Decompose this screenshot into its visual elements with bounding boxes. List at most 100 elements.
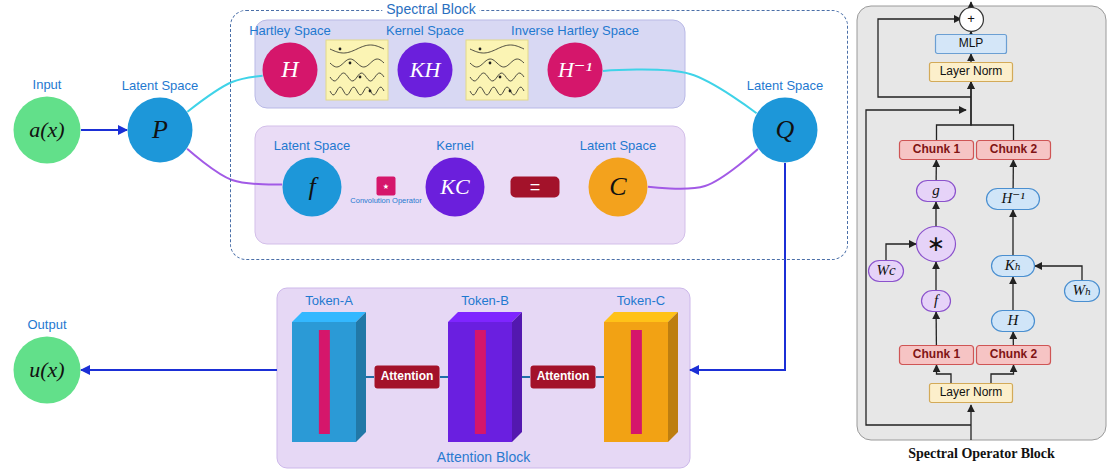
node-label: Kernel Space — [386, 24, 464, 39]
wave-dot — [349, 62, 352, 65]
node-label: Token-B — [461, 294, 509, 309]
connector — [1012, 210, 1013, 255]
node-text: KC — [440, 174, 469, 199]
operation-pill: Wc — [868, 260, 904, 282]
token-front — [448, 322, 512, 442]
connector — [1035, 266, 1082, 280]
node-text: Q — [776, 115, 795, 145]
caption-text: Convolution Operator — [350, 197, 421, 206]
connector — [935, 312, 937, 345]
token-side — [668, 312, 678, 442]
wave-dot — [499, 76, 502, 79]
connector — [440, 376, 448, 378]
process-box: Chunk 2 — [976, 140, 1051, 160]
shape-outline — [977, 346, 1051, 365]
token-strip — [475, 330, 486, 434]
shape-outline — [377, 177, 396, 196]
connector — [937, 365, 952, 383]
connector — [1013, 332, 1014, 345]
node-text: = — [530, 177, 541, 198]
node-text: g — [932, 182, 940, 199]
node-text: C — [609, 172, 626, 202]
connector — [690, 163, 785, 370]
shape-outline — [917, 181, 956, 202]
connector — [937, 82, 972, 140]
process-box: = — [510, 176, 560, 198]
node-label: Kernel — [436, 139, 474, 154]
shape-outline — [375, 366, 440, 389]
node-text: H — [1008, 312, 1019, 329]
shape-outline — [548, 43, 603, 98]
connector — [970, 54, 971, 62]
wave-line — [470, 73, 524, 81]
process-box: Layer Norm — [929, 62, 1013, 82]
shape-outline — [128, 98, 193, 163]
operation-ellipse: ∗ — [916, 226, 956, 262]
connector — [648, 149, 758, 189]
block-title: Attention Block — [437, 449, 530, 465]
node-text: u(x) — [29, 357, 64, 382]
node-text: Chunk 2 — [990, 143, 1037, 157]
shape-outline — [930, 63, 1013, 82]
token-box: Token-B — [448, 312, 522, 442]
operation-pill: Kₕ — [991, 255, 1035, 277]
wave-frame — [466, 40, 528, 100]
input-line — [970, 405, 971, 440]
space-circle: Latent Spacef — [282, 157, 342, 217]
process-box: Chunk 2 — [976, 345, 1051, 365]
operation-pill: H⁻¹ — [986, 188, 1040, 210]
node-text: Attention — [537, 370, 590, 384]
space-circle: Inverse Hartley SpaceH⁻¹ — [547, 42, 603, 98]
node-label: Hartley Space — [249, 24, 331, 39]
node-text: ∗ — [927, 231, 945, 256]
connector — [596, 376, 604, 378]
block-frame: Spectral Operator Block+MLPLayer NormChu… — [857, 6, 1106, 440]
wave-dot — [339, 48, 342, 51]
connector — [81, 129, 127, 131]
wave-line — [330, 73, 384, 81]
process-box: Attention — [530, 365, 596, 389]
token-top — [292, 312, 366, 322]
connector — [971, 82, 1014, 140]
operation-pill: g — [916, 180, 956, 202]
token-strip — [319, 330, 330, 434]
node-text: H⁻¹ — [1001, 190, 1024, 207]
token-front — [292, 322, 356, 442]
shape-outline — [426, 158, 485, 217]
node-label: Latent Space — [747, 79, 824, 94]
wave-line — [470, 59, 524, 67]
operation-pill: Wₕ — [1064, 280, 1100, 302]
shape-outline — [900, 346, 974, 365]
node-text: Attention — [381, 370, 434, 384]
block-title: Spectral Operator Block — [908, 446, 1055, 462]
operator-square: ⋆Convolution Operator — [376, 176, 396, 196]
node-text: f — [308, 172, 315, 202]
wave-dot — [489, 62, 492, 65]
space-circle: Outputu(x) — [13, 336, 81, 404]
wave-dot — [369, 90, 372, 93]
convolution-band — [255, 126, 685, 244]
node-label: Token-C — [617, 294, 665, 309]
shape-outline — [930, 384, 1013, 403]
shape-outline — [869, 261, 904, 282]
wave-line — [470, 45, 524, 53]
node-label: Latent Space — [274, 139, 351, 154]
shape-outline — [992, 256, 1035, 277]
space-circle: + — [959, 7, 984, 32]
token-strip — [631, 330, 642, 434]
shape-outline — [589, 158, 648, 217]
process-box: MLP — [935, 34, 1007, 54]
node-text: Chunk 1 — [913, 348, 960, 362]
connector — [970, 31, 971, 34]
shape-outline — [987, 189, 1040, 210]
operator-panel — [857, 6, 1106, 440]
process-box: Chunk 1 — [899, 345, 974, 365]
connector — [603, 70, 757, 114]
node-text: Layer Norm — [940, 386, 1003, 400]
process-box: Attention — [374, 365, 440, 389]
space-circle: KernelKC — [425, 157, 485, 217]
node-shape — [292, 312, 366, 442]
node-shape — [604, 312, 678, 442]
node-text: a(x) — [29, 117, 64, 142]
operation-pill: f — [921, 290, 951, 312]
